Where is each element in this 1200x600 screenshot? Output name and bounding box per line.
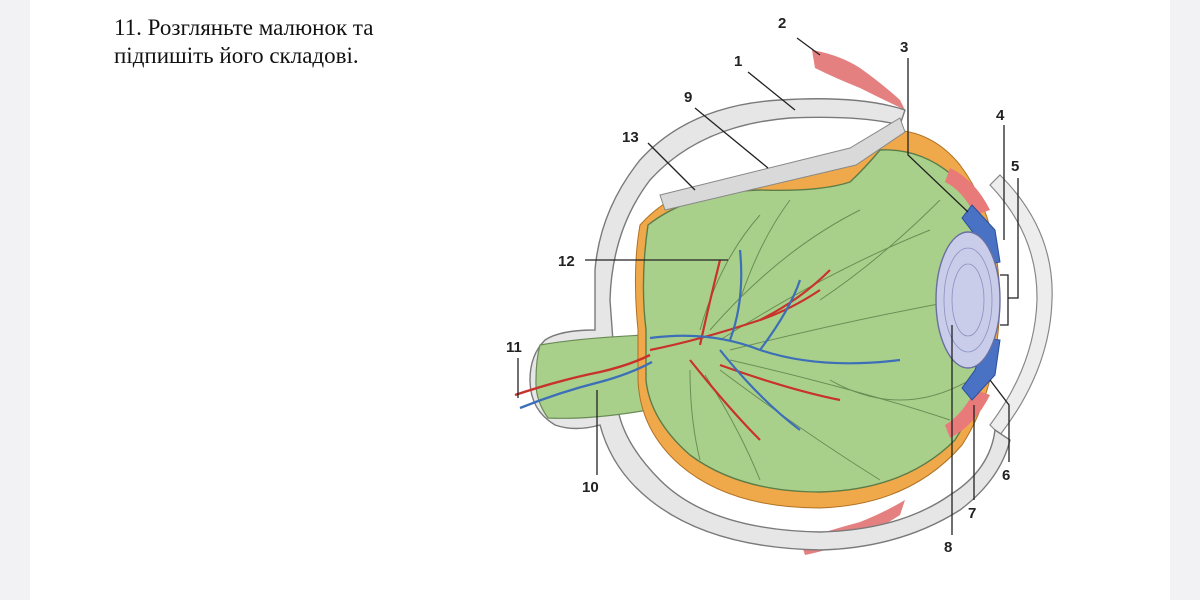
label-9: 9	[684, 89, 692, 106]
label-13: 13	[622, 129, 639, 146]
ciliary-body-bottom	[945, 390, 990, 438]
optic-vein	[519, 360, 653, 410]
muscle-top	[812, 50, 905, 110]
sclera-shape	[529, 98, 1011, 551]
ciliary-body-top	[945, 168, 990, 215]
label-8: 8	[944, 539, 952, 556]
label-5: 5	[1011, 158, 1019, 175]
label-11: 11	[506, 339, 522, 356]
sclera-cut-ledge	[659, 117, 906, 211]
leader-1	[747, 71, 796, 111]
label-5-bracket	[1000, 274, 1009, 326]
label-7: 7	[968, 505, 976, 522]
label-6: 6	[1002, 467, 1010, 484]
label-1: 1	[734, 53, 742, 70]
optic-nerve-shape	[535, 334, 649, 419]
leader-9	[694, 107, 769, 169]
optic-artery	[514, 353, 651, 397]
label-12: 12	[558, 253, 575, 270]
leader-5	[1008, 178, 1019, 299]
task-line-1: 11. Розгляньте малюнок та	[114, 15, 374, 40]
lens-shape	[935, 231, 1001, 369]
label-2: 2	[778, 15, 786, 32]
leader-6	[989, 379, 1010, 462]
task-line-2: підпишіть його складові.	[114, 43, 359, 68]
label-4: 4	[996, 107, 1005, 124]
label-3: 3	[900, 39, 908, 56]
leader-3	[907, 58, 969, 213]
task-text: 11. Розгляньте малюнок та підпишіть його…	[114, 14, 514, 70]
leader-2	[796, 37, 821, 56]
leader-13	[647, 142, 696, 191]
label-10: 10	[582, 479, 599, 496]
